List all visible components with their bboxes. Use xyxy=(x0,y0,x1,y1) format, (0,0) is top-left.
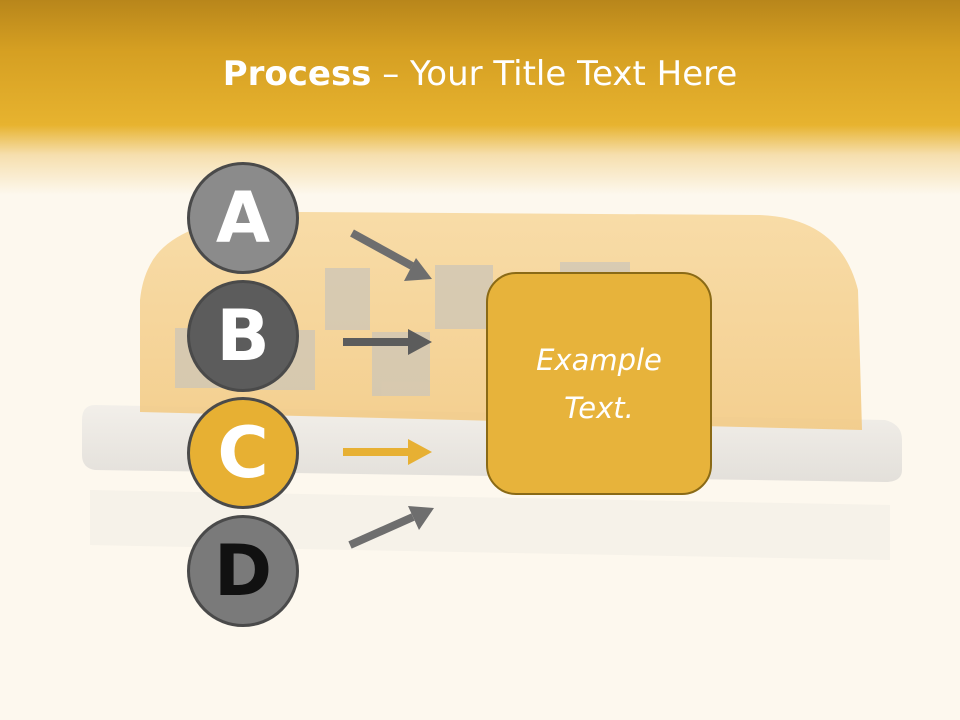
header-band xyxy=(0,0,960,200)
step-label-a: A xyxy=(215,177,271,259)
page-title: Process – Your Title Text Here xyxy=(0,52,960,96)
arrow-b xyxy=(343,329,432,355)
step-circle-a: A xyxy=(187,162,299,274)
step-label-b: B xyxy=(216,295,270,377)
arrow-a xyxy=(350,229,432,281)
title-rest: – Your Title Text Here xyxy=(371,54,738,94)
title-bold: Process xyxy=(222,54,372,94)
step-circle-d: D xyxy=(187,515,299,627)
arrow-c xyxy=(343,439,432,465)
step-circle-b: B xyxy=(187,280,299,392)
step-label-c: C xyxy=(217,412,269,494)
example-text: Example Text. xyxy=(536,342,662,425)
example-text-box: Example Text. xyxy=(486,272,712,495)
arrow-d xyxy=(348,506,434,549)
step-label-d: D xyxy=(213,530,273,612)
step-circle-c: C xyxy=(187,397,299,509)
